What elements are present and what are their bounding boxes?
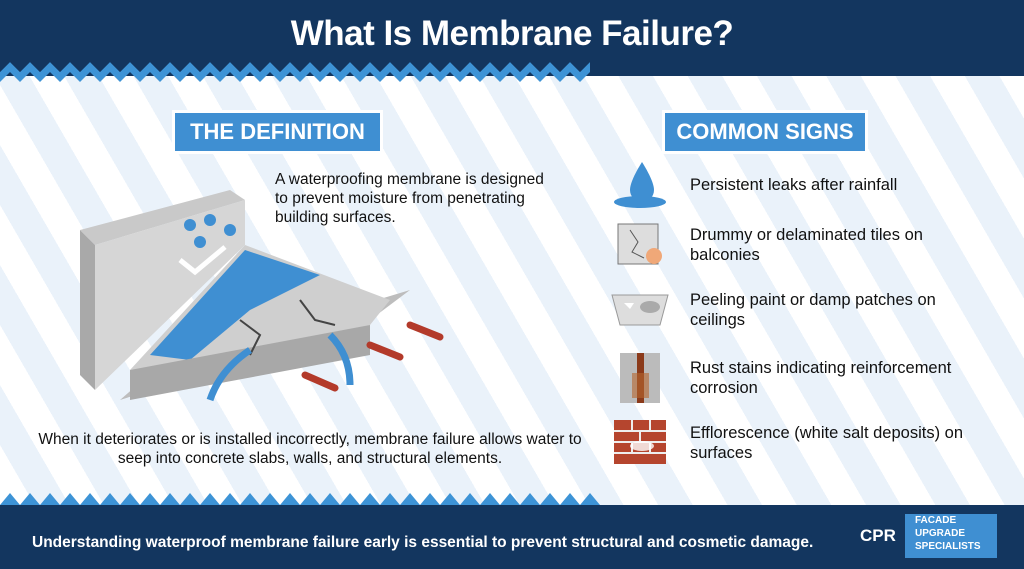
logo-cpr: CPR <box>860 526 896 545</box>
page-title: What Is Membrane Failure? <box>290 14 734 53</box>
sign-text: Efflorescence (white salt deposits) on s… <box>690 424 963 462</box>
logo-line: UPGRADE <box>915 528 966 539</box>
definition-body: When it deteriorates or is installed inc… <box>38 431 582 467</box>
sign-text: Persistent leaks after rainfall <box>690 176 898 194</box>
sign-text: Drummy or delaminated tiles on balconies <box>690 226 923 264</box>
top-zigzag-divider <box>0 60 590 95</box>
logo-box: FACADE UPGRADE SPECIALISTS <box>905 514 997 558</box>
membrane-illustration <box>80 190 444 402</box>
water-drop-icon <box>614 162 666 208</box>
definition-intro: A waterproofing membrane is designed to … <box>275 171 544 226</box>
footer-text: Understanding waterproof membrane failur… <box>32 534 814 551</box>
ceiling-stain-icon <box>611 294 669 326</box>
sign-text: Rust stains indicating reinforcement cor… <box>690 359 952 397</box>
sign-item: Drummy or delaminated tiles on balconies <box>610 220 990 270</box>
logo-line: FACADE <box>915 515 957 526</box>
common-signs-label: COMMON SIGNS <box>665 113 865 151</box>
footer-banner <box>0 505 1024 569</box>
brick-wall-icon <box>614 420 666 464</box>
sign-text: Peeling paint or damp patches on ceiling… <box>690 291 936 329</box>
definition-label: THE DEFINITION <box>175 113 380 151</box>
logo-line: SPECIALISTS <box>915 541 981 552</box>
sign-item: Efflorescence (white salt deposits) on s… <box>610 418 1000 468</box>
sign-item: Peeling paint or damp patches on ceiling… <box>610 285 990 335</box>
rusty-rebar-icon <box>620 353 660 403</box>
cracked-tile-icon <box>617 223 662 265</box>
sign-item: Persistent leaks after rainfall <box>610 160 990 210</box>
bottom-zigzag-divider <box>0 485 600 507</box>
sign-item: Rust stains indicating reinforcement cor… <box>610 353 990 403</box>
company-logo: CPR FACADE UPGRADE SPECIALISTS <box>855 512 1005 560</box>
